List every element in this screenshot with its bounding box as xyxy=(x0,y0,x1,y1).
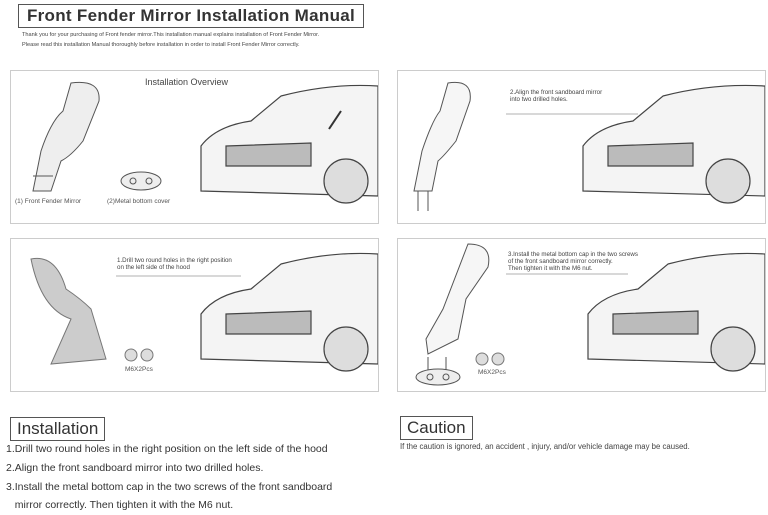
caution-text: If the caution is ignored, an accident ,… xyxy=(400,442,690,451)
caution-heading: Caution xyxy=(400,416,473,440)
step3-nut-label: M6X2Pcs xyxy=(478,369,506,376)
mirror-icon xyxy=(425,243,490,371)
overview-title: Installation Overview xyxy=(145,77,229,87)
manual-title: Front Fender Mirror Installation Manual xyxy=(18,4,364,28)
step3-text: 3.Install the metal bottom cap in the tw… xyxy=(508,251,638,272)
panel-step-3: 3.Install the metal bottom cap in the tw… xyxy=(397,238,766,392)
step2-illustration xyxy=(413,81,765,211)
bottom-cover-icon xyxy=(415,368,461,386)
panel-step-2: 2.Align the front sandboard mirror into … xyxy=(397,70,766,224)
overview-illustration xyxy=(32,81,378,204)
car-icon xyxy=(200,84,378,204)
installation-step-2: 2.Align the front sandboard mirror into … xyxy=(6,462,264,474)
step1-nut-label: M6X2Pcs xyxy=(125,366,153,373)
nut-icon xyxy=(475,352,505,366)
intro-line-2: Please read this installation Manual tho… xyxy=(22,42,300,48)
car-icon xyxy=(587,252,765,372)
intro-line-1: Thank you for your purchasing of Front f… xyxy=(22,32,320,38)
mirror-icon xyxy=(413,81,471,211)
step1-illustration xyxy=(30,252,378,372)
step1-text: 1.Drill two round holes in the right pos… xyxy=(117,257,232,271)
bottom-cover-icon xyxy=(120,171,162,191)
installation-step-3-cont: mirror correctly. Then tighten it with t… xyxy=(6,499,234,511)
car-icon xyxy=(582,84,765,204)
installation-step-1: 1.Drill two round holes in the right pos… xyxy=(6,443,328,455)
mirror-icon xyxy=(32,81,100,192)
step2-text: 2.Align the front sandboard mirror into … xyxy=(510,89,603,103)
nut-icon xyxy=(124,348,154,362)
installation-step-3: 3.Install the metal bottom cap in the tw… xyxy=(6,481,333,493)
caption-cover: (2)Metal bottom cover xyxy=(107,198,171,205)
car-icon xyxy=(200,252,378,372)
chrome-mirror-icon xyxy=(30,257,107,365)
panel-overview: Installation Overview (1) Front Fender M… xyxy=(10,70,379,224)
panel-step-1: 1.Drill two round holes in the right pos… xyxy=(10,238,379,392)
caption-mirror: (1) Front Fender Mirror xyxy=(15,198,82,205)
step3-illustration xyxy=(415,243,765,386)
installation-heading: Installation xyxy=(10,417,106,441)
